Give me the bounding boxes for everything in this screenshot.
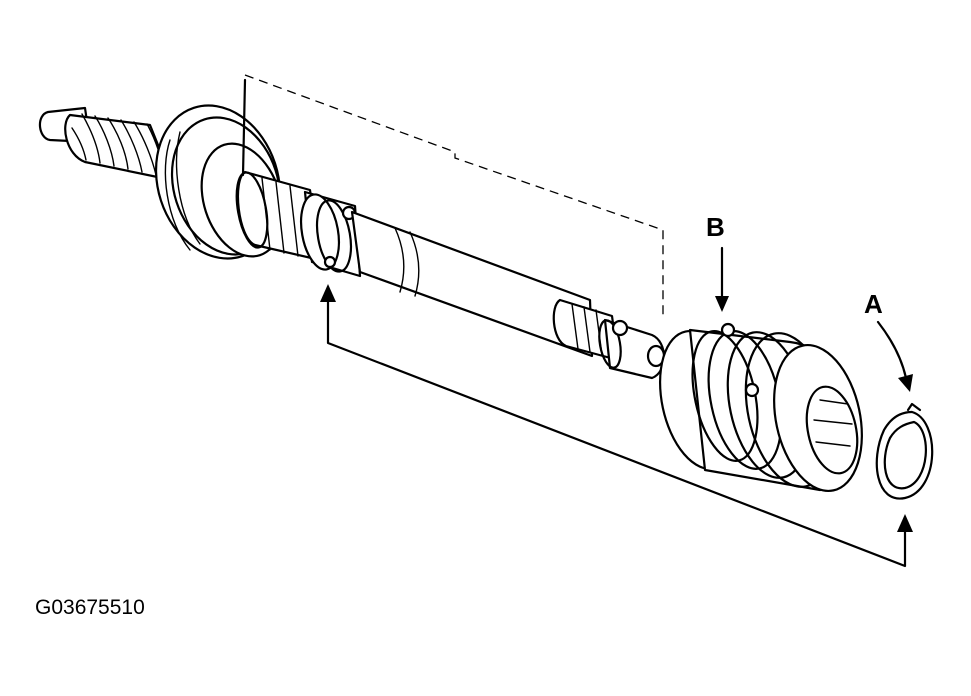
alignment-lines	[244, 74, 664, 320]
seal-sleeve	[658, 322, 863, 493]
figure-id: G03675510	[35, 596, 145, 619]
callout-b-label: B	[706, 212, 725, 242]
snap-ring	[875, 402, 934, 500]
leader-arrows	[241, 78, 913, 568]
callout-a-label: A	[864, 289, 883, 319]
main-shaft	[235, 170, 666, 380]
pinion-gear	[38, 106, 174, 182]
